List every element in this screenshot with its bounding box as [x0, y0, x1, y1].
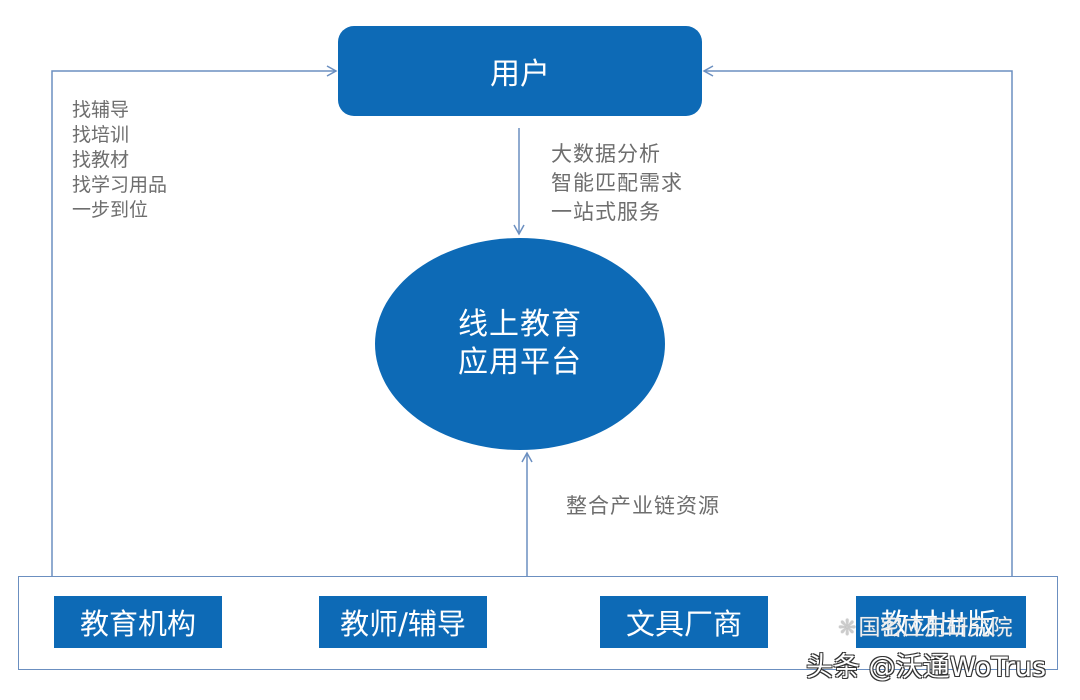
integration-label: 整合产业链资源	[566, 494, 720, 518]
stakeholder-stationery-makers: 文具厂商	[600, 596, 768, 648]
platform-service-item: 智能匹配需求	[551, 171, 683, 195]
stakeholder-label: 教育机构	[79, 607, 196, 641]
watermark-sub-text: 国密应用研究院	[858, 616, 1013, 641]
left-feedback-arrow	[51, 65, 338, 576]
user-need-item: 找教材	[72, 149, 130, 171]
user-need-item: 找学习用品	[72, 174, 168, 196]
watermark-sub: ❋国密应用研究院	[838, 610, 1012, 642]
stakeholder-label: 教材出版	[880, 607, 997, 641]
wechat-icon: ❋	[838, 616, 857, 641]
platform-service-item: 大数据分析	[551, 142, 661, 166]
watermark-main: 头条 @沃通WoTrus	[806, 652, 1047, 683]
stakeholder-teachers-tutoring: 教师/辅导	[319, 596, 487, 648]
user-label: 用户	[490, 57, 550, 92]
stakeholder-label: 文具厂商	[625, 607, 742, 641]
user-need-item: 找辅导	[72, 99, 130, 121]
platform-service-item: 一站式服务	[551, 200, 661, 224]
right-feedback-arrow	[702, 65, 1013, 576]
user-need-item: 一步到位	[72, 199, 149, 221]
user-needs-list: 找辅导 找培训 找教材 找学习用品 一步到位	[72, 98, 167, 223]
stakeholder-textbook-publishers: 教材出版	[856, 596, 1026, 648]
user-node: 用户	[338, 26, 702, 116]
stakeholders-frame	[18, 576, 1058, 670]
platform-services-list: 大数据分析 智能匹配需求 一站式服务	[551, 140, 683, 227]
platform-label-line2: 应用平台	[458, 345, 582, 380]
platform-label-line1: 线上教育	[458, 307, 582, 342]
platform-node: 线上教育 应用平台	[375, 238, 665, 450]
user-need-item: 找培训	[72, 124, 130, 146]
stakeholder-education-institutions: 教育机构	[54, 596, 222, 648]
stakeholder-label: 教师/辅导	[340, 607, 466, 641]
